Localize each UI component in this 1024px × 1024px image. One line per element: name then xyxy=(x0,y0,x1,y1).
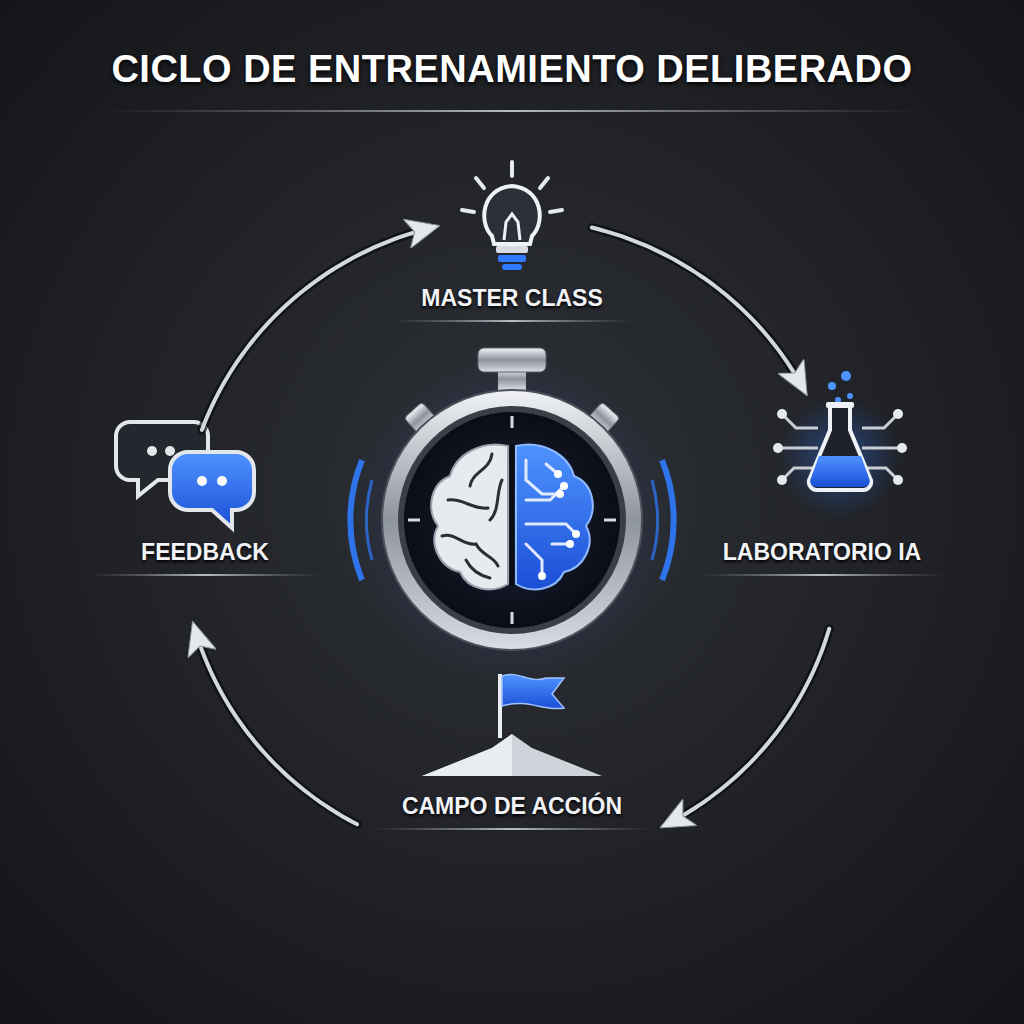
cycle-stage: FEEDBACK xyxy=(131,535,279,570)
stopwatch-brain xyxy=(350,348,673,680)
connector-shadow xyxy=(195,629,357,825)
connectors xyxy=(195,228,829,825)
cycle-arrow xyxy=(202,228,432,430)
chat-bubbles-icon xyxy=(116,422,254,528)
cycle-arrow xyxy=(667,629,829,825)
flask-icon xyxy=(773,371,907,518)
cycle-stage: LABORATORIO IA xyxy=(713,535,931,570)
title: CICLO DE ENTRENAMIENTO DELIBERADO xyxy=(0,48,1024,91)
stage-label: MASTER CLASS xyxy=(421,285,602,312)
connector-shadow xyxy=(667,629,829,825)
stage-label: CAMPO DE ACCIÓN xyxy=(402,793,622,820)
title-rule xyxy=(100,110,924,112)
stage-label: LABORATORIO IA xyxy=(723,539,921,566)
lightbulb-icon xyxy=(462,162,562,270)
cycle-stage: MASTER CLASS xyxy=(411,281,612,316)
flag-peak-icon xyxy=(422,674,602,776)
connector-shadow xyxy=(592,228,804,389)
stage-label: FEEDBACK xyxy=(141,539,269,566)
cycle-arrow xyxy=(592,228,804,389)
connector-shadow xyxy=(202,228,432,430)
cycle-arrow xyxy=(195,629,357,825)
cycle-stage: CAMPO DE ACCIÓN xyxy=(392,789,632,824)
